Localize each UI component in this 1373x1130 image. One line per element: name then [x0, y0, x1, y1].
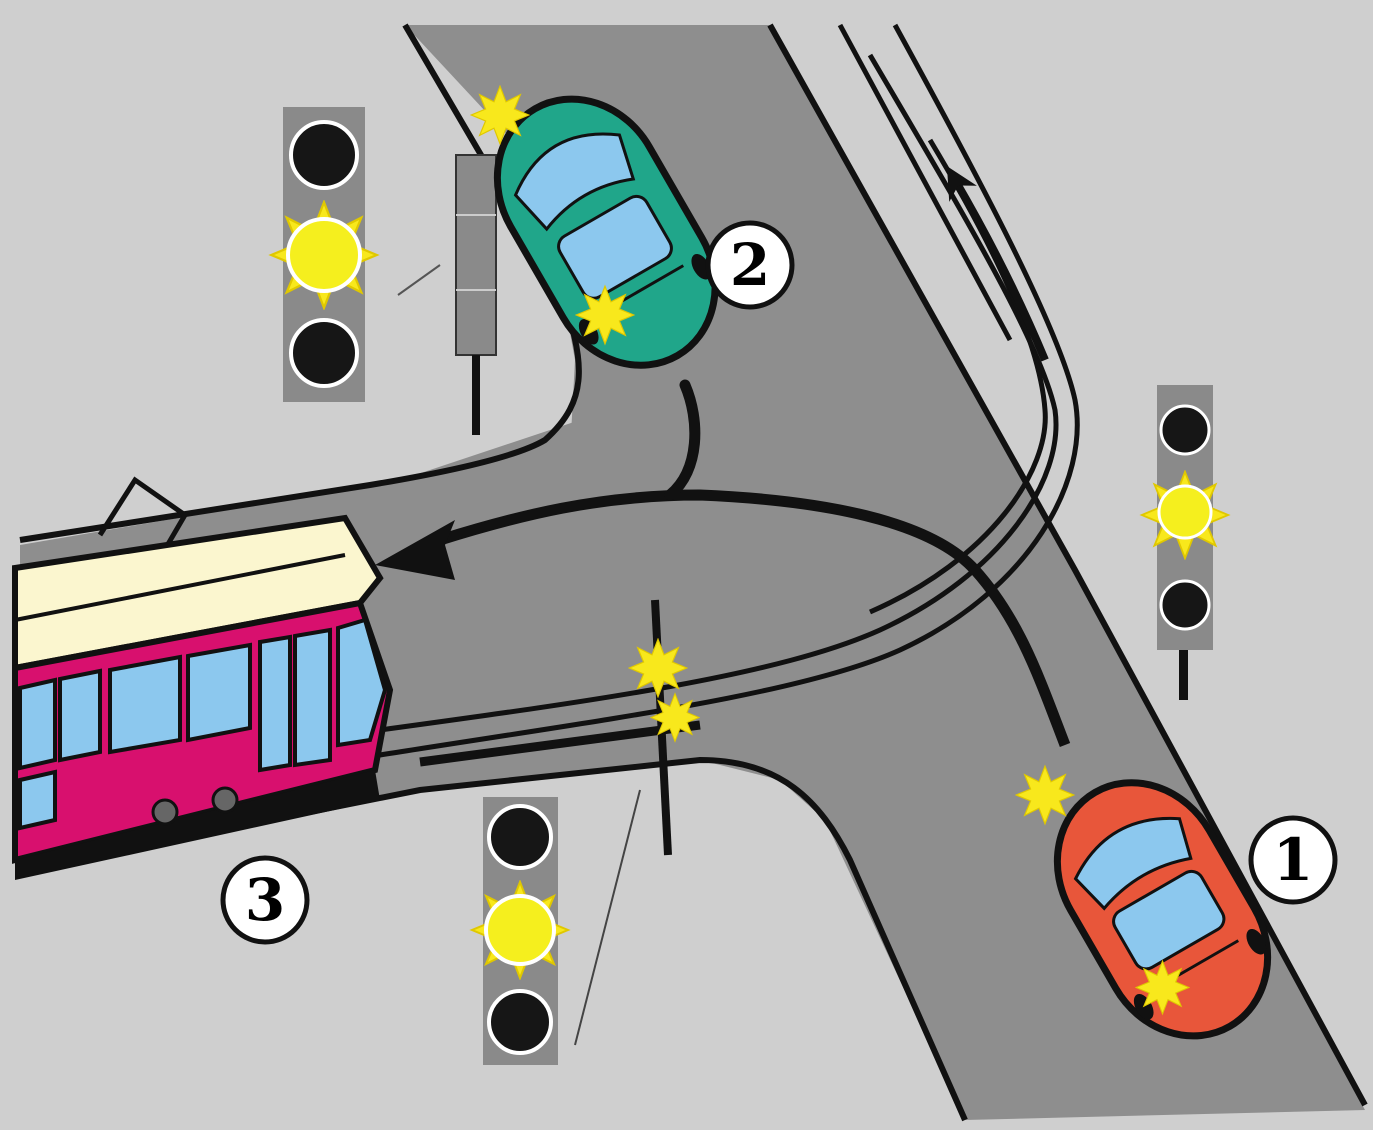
signal-lamp-yellow: [288, 219, 360, 291]
signal-lamp-off: [291, 320, 357, 386]
svg-text:2: 2: [730, 231, 770, 299]
label-1: 1: [1251, 818, 1335, 902]
label-2: 2: [708, 223, 792, 307]
signal-lamp-off: [489, 806, 551, 868]
svg-text:3: 3: [245, 866, 285, 934]
signal-lamp-off: [489, 991, 551, 1053]
signal-lamp-yellow: [486, 896, 554, 964]
signal-lamp-off: [1161, 406, 1209, 454]
flash-icon: [1136, 961, 1189, 1014]
flash-icon: [1016, 766, 1074, 824]
flash-icon: [576, 286, 634, 344]
flash-icon: [471, 86, 529, 144]
svg-text:1: 1: [1273, 826, 1313, 894]
label-3: 3: [223, 858, 307, 942]
signal-lamp-off: [291, 122, 357, 188]
traffic-light-top-left: [271, 107, 377, 402]
signal-lamp-off: [1161, 581, 1209, 629]
signal-lamp-yellow: [1159, 486, 1211, 538]
